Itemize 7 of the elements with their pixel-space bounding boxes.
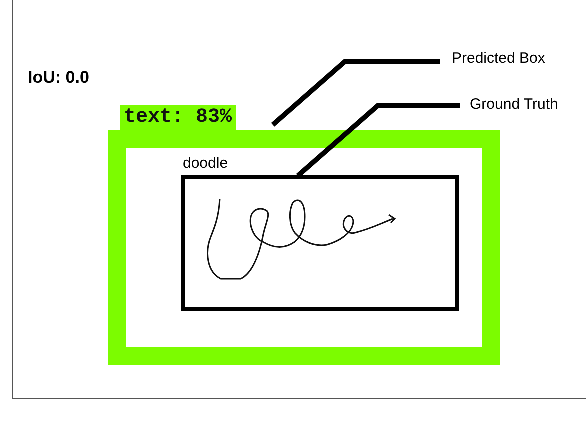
class-score-label: text: 83% [120, 105, 236, 131]
callout-label: Predicted Box [452, 49, 546, 68]
leader-line [296, 104, 460, 178]
class-label: doodle [183, 154, 228, 173]
iou-score: IoU: 0.0 [28, 68, 90, 88]
leader-line [271, 60, 440, 127]
callout-label: Ground Truth [470, 95, 558, 114]
